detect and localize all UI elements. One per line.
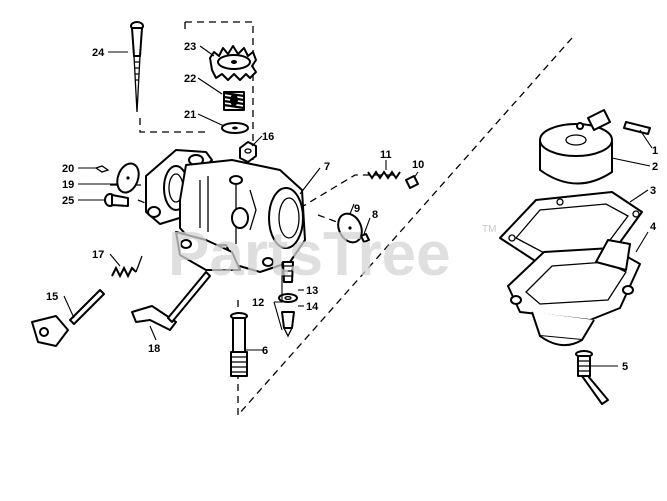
part-4-float-bowl: [507, 239, 641, 347]
callout-12: 12: [252, 297, 264, 309]
callout-18: 18: [148, 343, 160, 355]
callout-4: 4: [650, 221, 657, 233]
part-21-washer: [221, 122, 249, 134]
callout-13: 13: [306, 285, 318, 297]
part-2-float: [539, 109, 613, 185]
part-5-drain-screw: [575, 350, 609, 405]
callout-3: 3: [650, 185, 656, 197]
callout-7: 7: [324, 161, 330, 173]
callout-23: 23: [184, 41, 196, 53]
callout-21: 21: [184, 109, 196, 121]
callout-14: 14: [306, 301, 319, 313]
callout-16: 16: [262, 131, 274, 143]
callout-6: 6: [262, 345, 268, 357]
part-6-main-jet: [230, 312, 248, 377]
part-18-lever: [131, 271, 211, 331]
part-10-pin: [405, 175, 419, 189]
watermark-text: PartsTree: [168, 220, 451, 289]
callout-5: 5: [622, 361, 628, 373]
part-11-spring: [367, 170, 401, 180]
part-19-disc: [116, 162, 140, 194]
leader-lines: [63, 45, 653, 367]
callout-20: 20: [62, 163, 74, 175]
watermark-trademark: TM: [482, 224, 496, 235]
callout-8: 8: [372, 209, 378, 221]
part-12-needle-assembly: [278, 261, 298, 338]
part-15-shaft: [31, 289, 105, 347]
part-1-pin: [623, 121, 651, 135]
part-23-gear: [209, 45, 257, 81]
callout-labels: 24 23 22 21 16 20 19 25 7 17 15 18 12 13…: [46, 41, 658, 373]
part-25-screw: [104, 193, 129, 207]
callout-15: 15: [46, 291, 58, 303]
callout-11: 11: [380, 149, 392, 161]
callout-10: 10: [412, 159, 424, 171]
part-9-disc: [337, 212, 363, 244]
callout-17: 17: [92, 249, 104, 261]
callout-22: 22: [184, 73, 196, 85]
part-8-pin: [360, 233, 370, 243]
part-16-nut: [239, 141, 257, 163]
callout-19: 19: [62, 179, 74, 191]
part-24-screw: [130, 21, 144, 113]
callout-2: 2: [652, 161, 658, 173]
part-17-spring: [111, 255, 143, 279]
callout-1: 1: [652, 145, 658, 157]
part-22-spring: [223, 91, 245, 111]
callout-24: 24: [92, 47, 105, 59]
part-20-pin: [94, 165, 110, 173]
callout-25: 25: [62, 195, 74, 207]
part-7-carburetor-body: [145, 149, 306, 273]
callout-9: 9: [354, 203, 360, 215]
